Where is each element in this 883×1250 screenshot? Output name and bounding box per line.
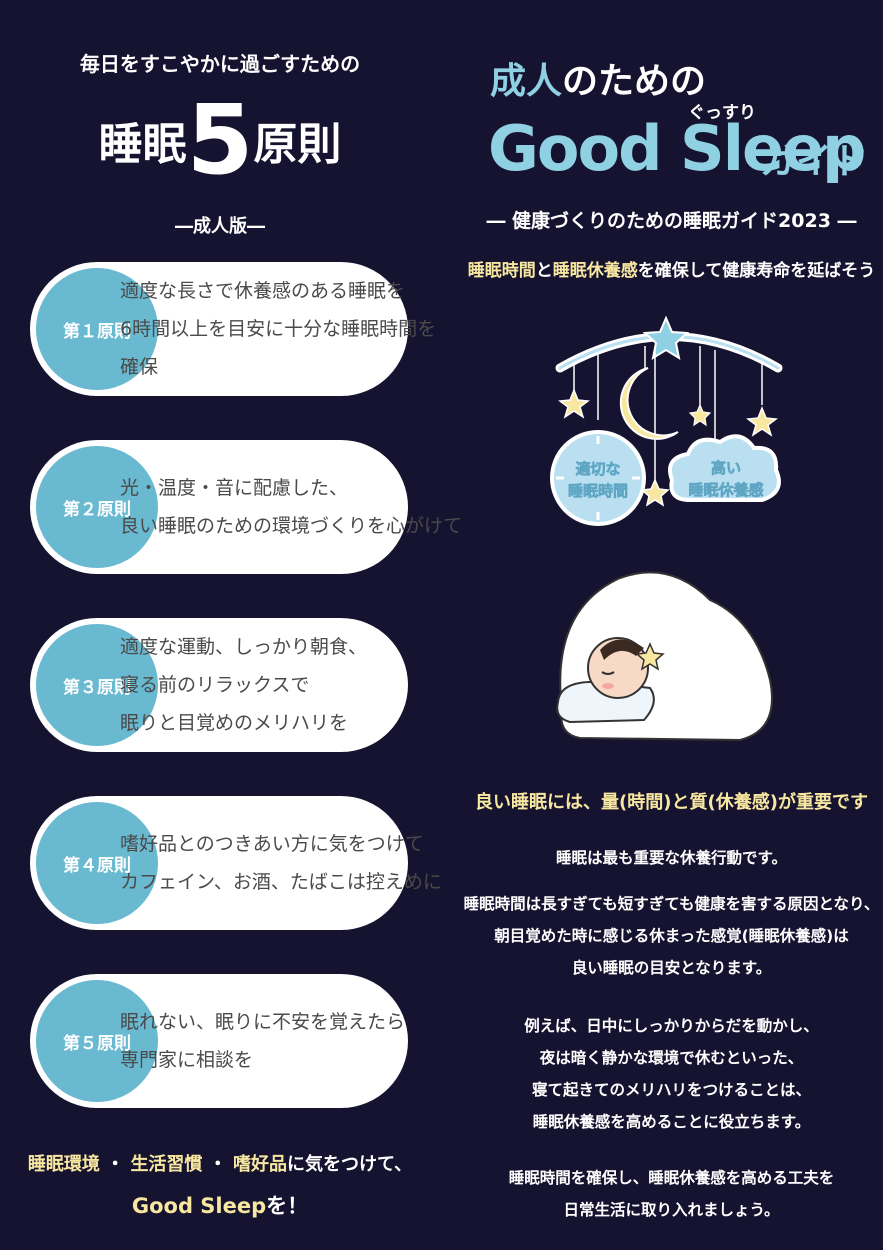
paragraph-line: 朝目覚めた時に感じる休まった感覚(睡眠休養感)は — [494, 927, 849, 945]
principle-badge-3: 第３原則 — [36, 624, 158, 746]
edition-label: ―成人版― — [175, 216, 265, 237]
guide-word: ガイド — [760, 141, 869, 182]
footer-sep: ・ — [208, 1154, 227, 1175]
principle-line: 眠りと目覚めのメリハリを — [120, 712, 349, 734]
principle-card-4: 第４原則 嗜好品とのつきあい方に気をつけて カフェイン、お酒、たばこは控えめに — [30, 796, 442, 930]
cloud-icon — [668, 434, 781, 502]
footer-end: を！ — [266, 1194, 309, 1218]
footer-sep: ・ — [106, 1154, 125, 1175]
paragraph-line: 睡眠は最も重要な休養行動です。 — [556, 849, 787, 867]
principle-card-1: 第１原則 適度な長さで休養感のある睡眠を 6時間以上を目安に十分な睡眠時間を 確… — [30, 262, 437, 396]
paragraph-line: 睡眠休養感を高めることに役立ちます。 — [532, 1113, 811, 1131]
principle-text-3: 適度な運動、しっかり朝食、 寝る前のリラックスで 眠りと目覚めのメリハリを — [120, 618, 398, 752]
sleeping-child — [556, 571, 773, 742]
principle-text-5: 眠れない、眠りに不安を覚えたら 専門家に相談を — [120, 974, 406, 1108]
principle-badge-2: 第２原則 — [36, 446, 158, 568]
star-icon — [642, 315, 690, 361]
star-icon — [558, 387, 590, 419]
principle-card-5: 第５原則 眠れない、眠りに不安を覚えたら 専門家に相談を — [30, 974, 408, 1108]
title-part-a: 睡眠 — [98, 119, 187, 170]
star-icon — [688, 403, 712, 427]
bubble-rest-line1: 高い — [711, 459, 741, 477]
paragraph-line: 良い睡眠の目安となります。 — [571, 959, 772, 977]
principle-line: 確保 — [120, 356, 159, 378]
paragraph-1: 睡眠は最も重要な休養行動です。 — [460, 842, 883, 874]
paragraph-line: 睡眠時間は長すぎても短すぎても健康を害する原因となり、 — [463, 895, 880, 913]
title-part-b: 原則 — [253, 119, 342, 170]
principle-card-3: 第３原則 適度な運動、しっかり朝食、 寝る前のリラックスで 眠りと目覚めのメリハ… — [30, 618, 408, 752]
title-number: 5 — [186, 84, 254, 196]
bubble-time-line1: 適切な — [575, 460, 620, 478]
clock-icon — [550, 430, 646, 526]
footer-keyword: 生活習慣 — [130, 1154, 203, 1175]
bubble-time-line2: 睡眠時間 — [568, 482, 628, 500]
guide-subtitle: ― 健康づくりのための睡眠ガイド2023 ― — [486, 210, 857, 232]
principle-text-4: 嗜好品とのつきあい方に気をつけて カフェイン、お酒、たばこは控えめに — [120, 796, 442, 930]
left-title: 睡眠5原則 — [0, 92, 440, 188]
principle-line: 適度な長さで休養感のある睡眠を — [120, 280, 406, 302]
moon-icon — [619, 367, 679, 440]
star-icon — [635, 642, 665, 671]
principle-line: 光・温度・音に配慮した、 — [120, 477, 349, 499]
paragraph-line: 睡眠時間を確保し、睡眠休養感を高める工夫を — [508, 1169, 835, 1187]
paragraph-2: 睡眠時間は長すぎても短すぎても健康を害する原因となり、 朝目覚めた時に感じる休ま… — [460, 888, 883, 984]
guide-tagline: 睡眠時間と睡眠休養感を確保して健康寿命を延ばそう — [460, 256, 883, 281]
principle-line: 良い睡眠のための環境づくりを心がけて — [120, 515, 463, 537]
left-subtitle: 毎日をすこやかに過ごすための — [79, 52, 361, 76]
title-accent: 成人 — [490, 61, 563, 102]
tag-keyword: 睡眠休養感 — [552, 261, 638, 281]
paragraph-line: 例えば、日中にしっかりからだを動かし、 — [524, 1017, 819, 1035]
ruby-text: ぐっすり — [688, 103, 756, 123]
left-footer-line1: 睡眠環境 ・ 生活習慣 ・ 嗜好品に気をつけて、 — [0, 1150, 440, 1176]
principle-badge-5: 第５原則 — [36, 980, 158, 1102]
mobile-strings — [573, 346, 763, 485]
paragraph-line: 日常生活に取り入れましょう。 — [563, 1201, 780, 1219]
footer-text: に気をつけて、 — [287, 1154, 413, 1175]
paragraph-line: 寝て起きてのメリハリをつけることは、 — [531, 1081, 811, 1099]
tag-keyword: 睡眠時間 — [467, 261, 536, 281]
paragraph-3: 例えば、日中にしっかりからだを動かし、 夜は暗く静かな環境で休むといった、 寝て… — [460, 1010, 883, 1138]
footer-good-sleep: Good Sleep — [131, 1194, 267, 1218]
principle-badge-1: 第１原則 — [36, 268, 158, 390]
tag-text: を確保して健康寿命を延ばそう — [637, 261, 876, 281]
principle-line: 専門家に相談を — [120, 1049, 254, 1071]
star-icon — [746, 405, 778, 437]
star-icon — [640, 478, 670, 507]
principle-line: 適度な運動、しっかり朝食、 — [120, 636, 368, 658]
left-footer-line2: Good Sleepを！ — [0, 1190, 440, 1220]
good-sleep-logo: Good Sleep — [488, 112, 866, 185]
principle-line: 嗜好品とのつきあい方に気をつけて — [120, 833, 424, 855]
principle-line: 眠れない、眠りに不安を覚えたら — [120, 1011, 406, 1033]
guide-title-line1: 成人のための — [490, 52, 706, 104]
sleep-illustration: 適切な 睡眠時間 高い 睡眠休養感 — [550, 315, 783, 742]
title-rest: のための — [562, 61, 707, 102]
paragraph-line: 夜は暗く静かな環境で休むといった、 — [539, 1049, 804, 1067]
footer-keyword: 嗜好品 — [233, 1154, 287, 1175]
principle-line: 寝る前のリラックスで — [120, 674, 310, 696]
footer-keyword: 睡眠環境 — [27, 1154, 100, 1175]
principle-text-1: 適度な長さで休養感のある睡眠を 6時間以上を目安に十分な睡眠時間を 確保 — [120, 262, 437, 396]
principle-line: 6時間以上を目安に十分な睡眠時間を — [120, 318, 437, 340]
tag-text: と — [535, 261, 553, 281]
paragraph-4: 睡眠時間を確保し、睡眠休養感を高める工夫を 日常生活に取り入れましょう。 — [460, 1162, 883, 1226]
principle-badge-4: 第４原則 — [36, 802, 158, 924]
principle-text-2: 光・温度・音に配慮した、 良い睡眠のための環境づくりを心がけて — [120, 440, 463, 574]
principle-card-2: 第２原則 光・温度・音に配慮した、 良い睡眠のための環境づくりを心がけて — [30, 440, 463, 574]
principle-line: カフェイン、お酒、たばこは控えめに — [120, 871, 442, 893]
bubble-rest-line2: 睡眠休養感 — [688, 481, 763, 499]
section-heading: 良い睡眠には、量(時間)と質(休養感)が重要です — [475, 792, 868, 813]
